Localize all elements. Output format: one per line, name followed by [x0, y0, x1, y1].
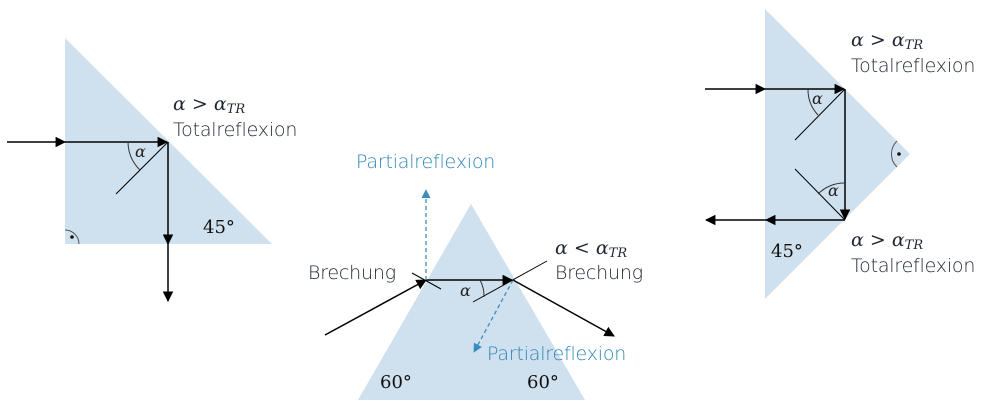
normal-line [115, 141, 169, 195]
right-angle-arc-icon [64, 229, 80, 245]
alpha-arc-icon [479, 279, 485, 298]
right-prism [704, 9, 910, 299]
incident-ray [324, 279, 427, 336]
middle-prism [324, 189, 615, 400]
middle-angle-right-label: 60° [527, 372, 559, 393]
right-angle-dot-icon [897, 152, 901, 156]
right-alpha-top-label: α [812, 89, 823, 108]
right-prism-shape [765, 9, 910, 299]
left-angle-label: 45° [203, 217, 235, 238]
right-bottom-effect-label: Totalreflexion [851, 255, 976, 277]
right-bottom-condition: α > αTR [851, 229, 924, 253]
right-angle-label: 45° [771, 241, 803, 262]
middle-prism-shape [358, 204, 585, 400]
top-normal-line [794, 88, 846, 141]
left-prism-shape [65, 38, 272, 244]
alpha-arc-top-icon [807, 88, 819, 116]
middle-alpha-label: α [460, 281, 471, 300]
middle-angle-left-label: 60° [380, 372, 412, 393]
left-condition: α > αTR [173, 93, 246, 117]
alpha-arc-bottom-icon [817, 182, 846, 195]
right-top-condition: α > αTR [851, 29, 924, 53]
partial-reflection-top-label: Partialreflexion [356, 151, 496, 173]
exit-refraction-label: Brechung [555, 262, 643, 284]
left-effect-label: Totalreflexion [173, 119, 298, 141]
right-angle-arc-icon [891, 140, 898, 168]
left-prism [7, 38, 272, 303]
right-alpha-bottom-label: α [828, 181, 839, 200]
exit-condition: α < αTR [555, 237, 628, 261]
partial-reflection-bottom-label: Partialreflexion [487, 343, 627, 365]
entry-normal-line [411, 272, 442, 290]
right-top-effect-label: Totalreflexion [851, 55, 976, 77]
left-alpha-label: α [135, 142, 146, 161]
exit-normal-line [472, 260, 548, 303]
exit-ray [512, 279, 615, 337]
alpha-arc-icon [127, 141, 141, 171]
right-angle-dot-icon [70, 235, 74, 239]
entry-refraction-label: Brechung [308, 262, 396, 284]
bottom-normal-line [794, 168, 846, 221]
